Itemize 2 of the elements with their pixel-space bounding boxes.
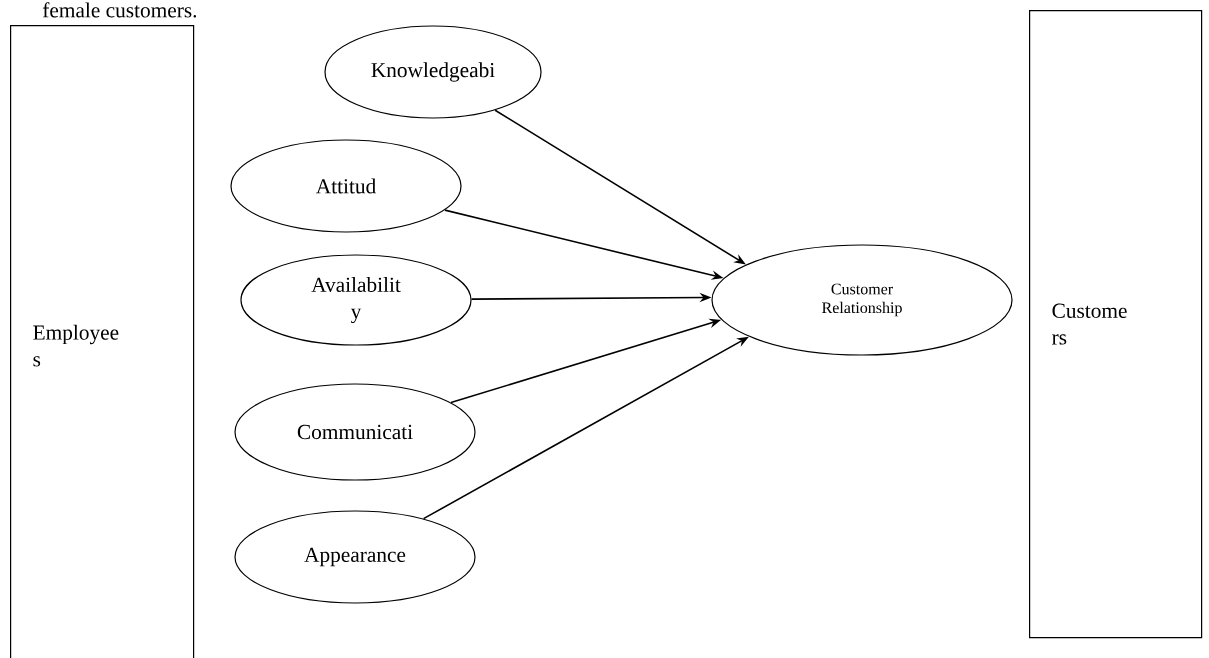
employees-box: Employee s (10, 25, 195, 658)
customers-box: Custome rs (1029, 10, 1203, 639)
